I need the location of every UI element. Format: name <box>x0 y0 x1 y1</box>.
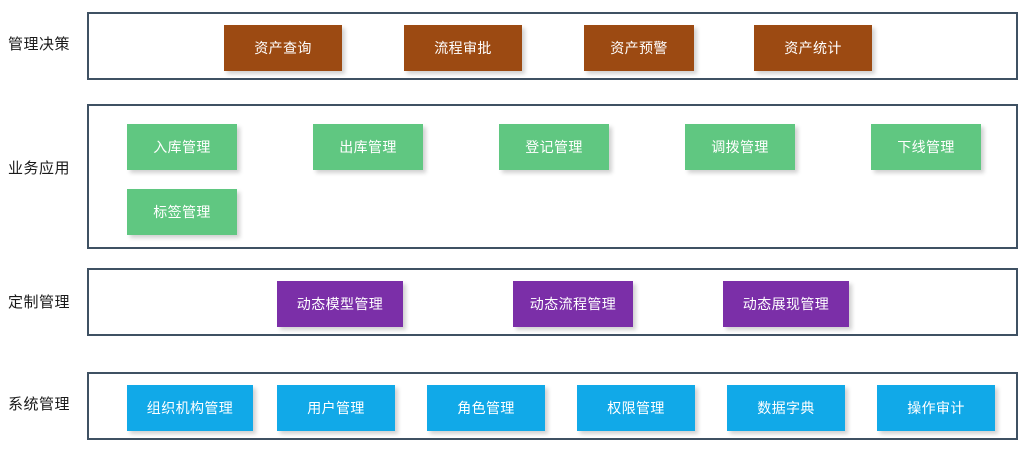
tier-label-4: 系统管理 <box>8 396 71 413</box>
module-node[interactable]: 资产统计 <box>754 25 872 71</box>
module-node[interactable]: 流程审批 <box>404 25 522 71</box>
module-node[interactable]: 角色管理 <box>427 385 545 431</box>
module-node[interactable]: 标签管理 <box>127 189 237 235</box>
module-node[interactable]: 下线管理 <box>871 124 981 170</box>
module-node[interactable]: 权限管理 <box>577 385 695 431</box>
module-node[interactable]: 资产查询 <box>224 25 342 71</box>
module-node[interactable]: 动态流程管理 <box>513 281 633 327</box>
module-node[interactable]: 登记管理 <box>499 124 609 170</box>
module-node[interactable]: 操作审计 <box>877 385 995 431</box>
node-strip: 入库管理 出库管理 登记管理 调拨管理 下线管理 <box>89 124 1016 170</box>
module-node[interactable]: 用户管理 <box>277 385 395 431</box>
module-node[interactable]: 调拨管理 <box>685 124 795 170</box>
tier-label-1: 管理决策 <box>8 36 71 53</box>
tier-container-3: 动态模型管理 动态流程管理 动态展现管理 <box>87 268 1018 336</box>
module-node[interactable]: 动态模型管理 <box>277 281 403 327</box>
module-node[interactable]: 数据字典 <box>727 385 845 431</box>
module-node[interactable]: 入库管理 <box>127 124 237 170</box>
module-node[interactable]: 组织机构管理 <box>127 385 253 431</box>
module-node[interactable]: 动态展现管理 <box>723 281 849 327</box>
node-strip: 动态模型管理 动态流程管理 动态展现管理 <box>89 281 1016 327</box>
tier-container-2: 入库管理 出库管理 登记管理 调拨管理 下线管理标签管理 <box>87 104 1018 249</box>
node-strip: 组织机构管理用户管理角色管理权限管理数据字典操作审计 <box>89 385 1016 431</box>
tier-label-2: 业务应用 <box>8 160 71 177</box>
tier-label-3: 定制管理 <box>8 294 71 311</box>
tier-container-1: 资产查询 流程审批 资产预警 资产统计 <box>87 12 1018 80</box>
node-strip: 资产查询 流程审批 资产预警 资产统计 <box>89 25 1016 71</box>
module-node[interactable]: 资产预警 <box>584 25 694 71</box>
tier-container-4: 组织机构管理用户管理角色管理权限管理数据字典操作审计 <box>87 372 1018 440</box>
module-node[interactable]: 出库管理 <box>313 124 423 170</box>
node-strip: 标签管理 <box>89 189 1016 235</box>
